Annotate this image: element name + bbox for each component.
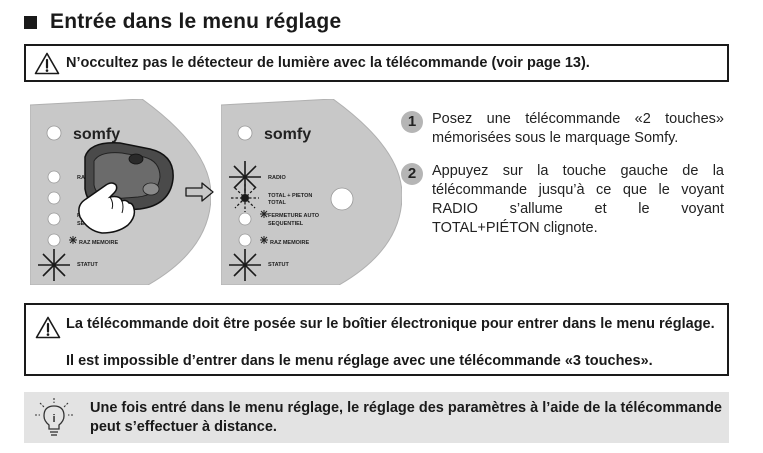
svg-text:TOTAL: TOTAL	[268, 200, 286, 206]
svg-text:RADIO: RADIO	[268, 175, 286, 181]
section-title: Entrée dans le menu réglage	[24, 8, 341, 36]
svg-text:RAZ MEMOIRE: RAZ MEMOIRE	[270, 240, 309, 246]
arrow-right-icon	[185, 182, 214, 202]
burst-star-icon	[229, 249, 261, 281]
hand-pointer-icon	[78, 182, 136, 234]
step-1: 1 Posez une télécommande «2 touches» mém…	[401, 110, 724, 148]
star-icon	[260, 210, 268, 218]
control-panel-illustration-1: somfy RADIO FERMETURE AUTO SEQUENTIEL RA…	[30, 99, 211, 285]
step-2: 2 Appuyez sur la touche gauche de la tél…	[401, 162, 724, 238]
step-number-badge: 2	[401, 163, 423, 185]
svg-text:STATUT: STATUT	[77, 262, 99, 268]
warning-bottom-line-2: Il est impossible d’entrer dans le menu …	[66, 353, 653, 369]
svg-text:RAZ MEMOIRE: RAZ MEMOIRE	[79, 240, 118, 246]
svg-text:TOTAL + PIETON: TOTAL + PIETON	[268, 193, 312, 199]
warning-triangle-icon	[34, 52, 60, 74]
svg-text:STATUT: STATUT	[268, 262, 290, 268]
tip-text: Une fois entré dans le menu réglage, le …	[90, 400, 722, 435]
warning-box-bottom: La télécommande doit être posée sur le b…	[24, 303, 729, 376]
svg-text:SEQUENTIEL: SEQUENTIEL	[268, 221, 304, 227]
control-panel-illustration-2: somfy RADIO TOTAL + PIETON TOTAL FERMETU…	[221, 99, 402, 285]
light-sensor	[330, 187, 354, 211]
warning-triangle-icon	[35, 316, 61, 339]
svg-text:i: i	[52, 413, 55, 425]
warning-box-top: N’occultez pas le détecteur de lumière a…	[24, 44, 729, 82]
black-square-icon	[24, 15, 37, 29]
warning-top-text: N’occultez pas le détecteur de lumière a…	[66, 55, 590, 71]
lightbulb-tip-icon: i	[35, 398, 73, 436]
burst-star-icon	[38, 249, 70, 281]
tip-box: i Une fois entré dans le menu réglage, l…	[24, 392, 729, 443]
burst-star-icon	[229, 161, 261, 193]
svg-text:FERMETURE AUTO: FERMETURE AUTO	[268, 213, 320, 219]
somfy-logo: somfy	[73, 126, 120, 143]
step-number-badge: 1	[401, 111, 423, 133]
star-icon	[260, 236, 268, 244]
step-text: Posez une télécommande «2 touches» mémor…	[432, 111, 724, 146]
somfy-logo: somfy	[264, 126, 311, 143]
step-text: Appuyez sur la touche gauche de la téléc…	[432, 163, 724, 236]
warning-bottom-line-1: La télécommande doit être posée sur le b…	[66, 316, 715, 332]
section-title-text: Entrée dans le menu réglage	[50, 10, 342, 33]
star-icon	[69, 236, 77, 244]
